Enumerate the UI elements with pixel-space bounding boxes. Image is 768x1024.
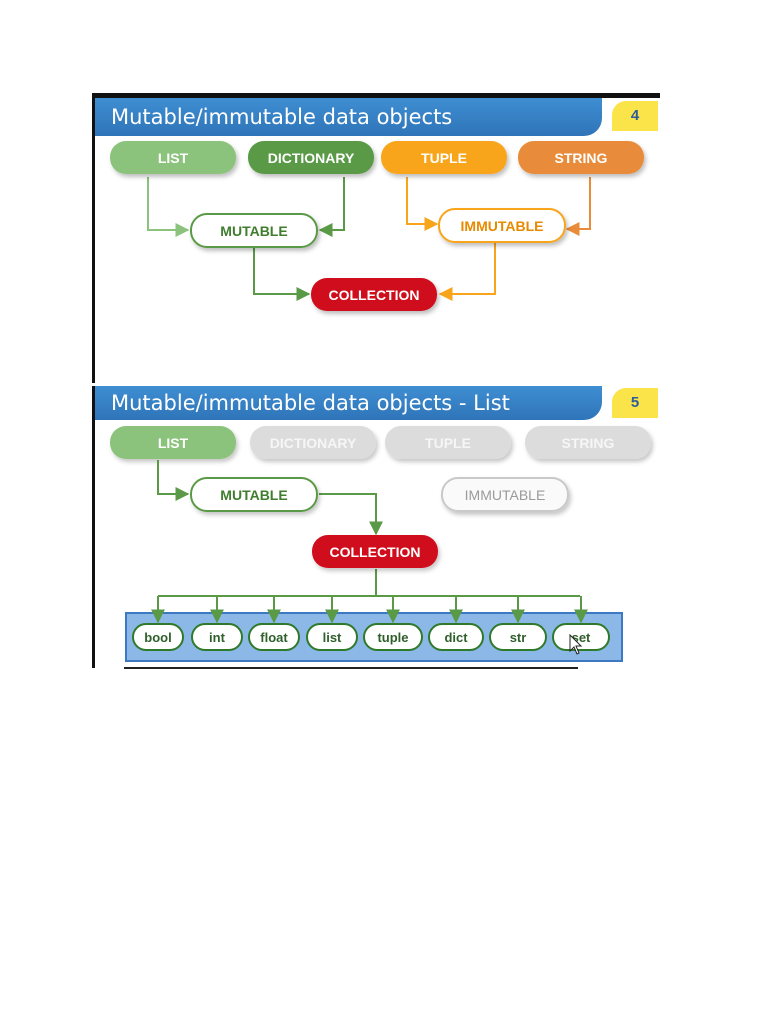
node-dictionary: DICTIONARY (250, 426, 376, 459)
node-list-label: LIST (158, 435, 189, 451)
bottom-rule (124, 667, 578, 669)
type-label-str: str (510, 630, 527, 645)
type-node-bool: bool (132, 623, 184, 651)
type-node-float: float (248, 623, 300, 651)
type-label-tuple: tuple (377, 630, 408, 645)
node-string: STRING (525, 426, 651, 459)
node-tuple: TUPLE (385, 426, 511, 459)
page-number: 5 (612, 388, 658, 418)
connector-mutable-collection (253, 248, 311, 301)
node-string: STRING (518, 141, 644, 174)
node-immutable-label: IMMUTABLE (461, 218, 544, 234)
node-list: LIST (110, 426, 236, 459)
node-collection-label: COLLECTION (329, 287, 420, 303)
connector-dictionary-mutable (318, 177, 345, 237)
type-node-str: str (489, 623, 547, 651)
type-node-list: list (306, 623, 358, 651)
slide-title-bar: Mutable/immutable data objects (95, 98, 602, 136)
type-label-list: list (323, 630, 342, 645)
type-label-bool: bool (144, 630, 171, 645)
node-list-label: LIST (158, 150, 189, 166)
type-node-set: set (552, 623, 610, 651)
node-mutable: MUTABLE (190, 213, 318, 248)
type-node-int: int (191, 623, 243, 651)
node-dictionary: DICTIONARY (248, 141, 374, 174)
slide-title: Mutable/immutable data objects - List (111, 391, 510, 415)
node-collection-label: COLLECTION (330, 544, 421, 560)
slide-5: Mutable/immutable data objects - List 5 … (92, 386, 660, 668)
node-immutable: IMMUTABLE (441, 477, 569, 512)
node-tuple-label: TUPLE (421, 150, 467, 166)
node-collection: COLLECTION (311, 278, 437, 311)
node-immutable-label: IMMUTABLE (465, 487, 546, 503)
mutability-diagram: LIST DICTIONARY TUPLE STRING MUTABLE IMM… (110, 141, 644, 311)
connector-tuple-immutable (406, 177, 439, 231)
slide-left-border (92, 386, 95, 668)
connector-immutable-collection (438, 243, 496, 301)
node-collection: COLLECTION (312, 535, 438, 568)
node-tuple: TUPLE (381, 141, 507, 174)
type-label-int: int (209, 630, 226, 645)
connector-list-mutable (147, 177, 190, 237)
node-dictionary-label: DICTIONARY (270, 435, 357, 451)
node-dictionary-label: DICTIONARY (268, 150, 355, 166)
page-number: 4 (612, 101, 658, 131)
connector-list-mutable (157, 460, 190, 501)
node-string-label: STRING (555, 150, 608, 166)
type-node-dict: dict (428, 623, 484, 651)
node-immutable: IMMUTABLE (438, 208, 566, 243)
connector-string-immutable (565, 177, 591, 236)
slide-4: Mutable/immutable data objects 4 (92, 93, 660, 383)
slide-top-border (92, 93, 660, 98)
list-type-diagram: LIST DICTIONARY TUPLE STRING MUTABLE IMM… (110, 426, 651, 662)
mouse-cursor-icon (569, 633, 583, 655)
slide-left-border (92, 93, 95, 383)
type-node-tuple: tuple (363, 623, 423, 651)
type-label-float: float (260, 630, 288, 645)
slide-title: Mutable/immutable data objects (111, 105, 453, 129)
connector-mutable-collection (319, 493, 383, 536)
node-mutable-label: MUTABLE (220, 487, 287, 503)
type-label-dict: dict (444, 630, 468, 645)
node-list: LIST (110, 141, 236, 174)
node-mutable: MUTABLE (190, 477, 318, 512)
node-tuple-label: TUPLE (425, 435, 471, 451)
node-string-label: STRING (562, 435, 615, 451)
node-mutable-label: MUTABLE (220, 223, 287, 239)
type-nodes: bool int float list tuple dict str set (132, 596, 610, 651)
slide-title-bar: Mutable/immutable data objects - List (95, 386, 602, 420)
